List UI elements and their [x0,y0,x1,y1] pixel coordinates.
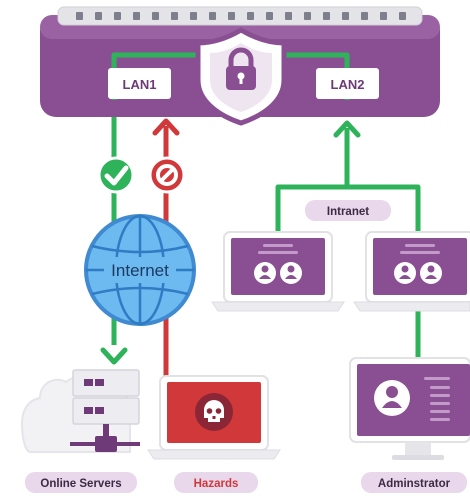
lan1-port: LAN1 [108,68,171,99]
blocked-arrowhead [152,118,180,136]
administrator-monitor [349,357,470,460]
user-icon [280,262,302,284]
hazards-tag: Hazards [174,472,258,493]
administrator-tag: Adminstrator [361,472,467,493]
lock-shield-icon [195,27,287,126]
intranet-laptop-1 [211,231,345,312]
intranet-laptop-2 [353,231,470,312]
skull-icon [195,393,233,431]
hazards-label: Hazards [194,478,239,490]
hazards-laptop [147,375,281,460]
administrator-label: Adminstrator [378,478,451,490]
user-icon [254,262,276,284]
online-servers-tag: Online Servers [25,472,137,493]
online-servers-label: Online Servers [40,478,121,490]
user-icon [420,262,442,284]
intranet-bus [275,184,421,232]
user-icon [374,380,410,416]
lan2-label: LAN2 [331,77,365,92]
server-rack [70,369,140,452]
internet-label: Internet [111,261,169,280]
intranet-tag [305,200,391,221]
intranet-arrowhead [333,120,361,138]
check-icon [97,156,135,194]
intranet-label: Intranet [327,206,369,218]
user-icon [394,262,416,284]
lan1-label: LAN1 [123,77,157,92]
allowed-arrowhead [100,347,128,365]
lan2-port: LAN2 [316,68,379,99]
no-entry-icon [148,156,186,194]
